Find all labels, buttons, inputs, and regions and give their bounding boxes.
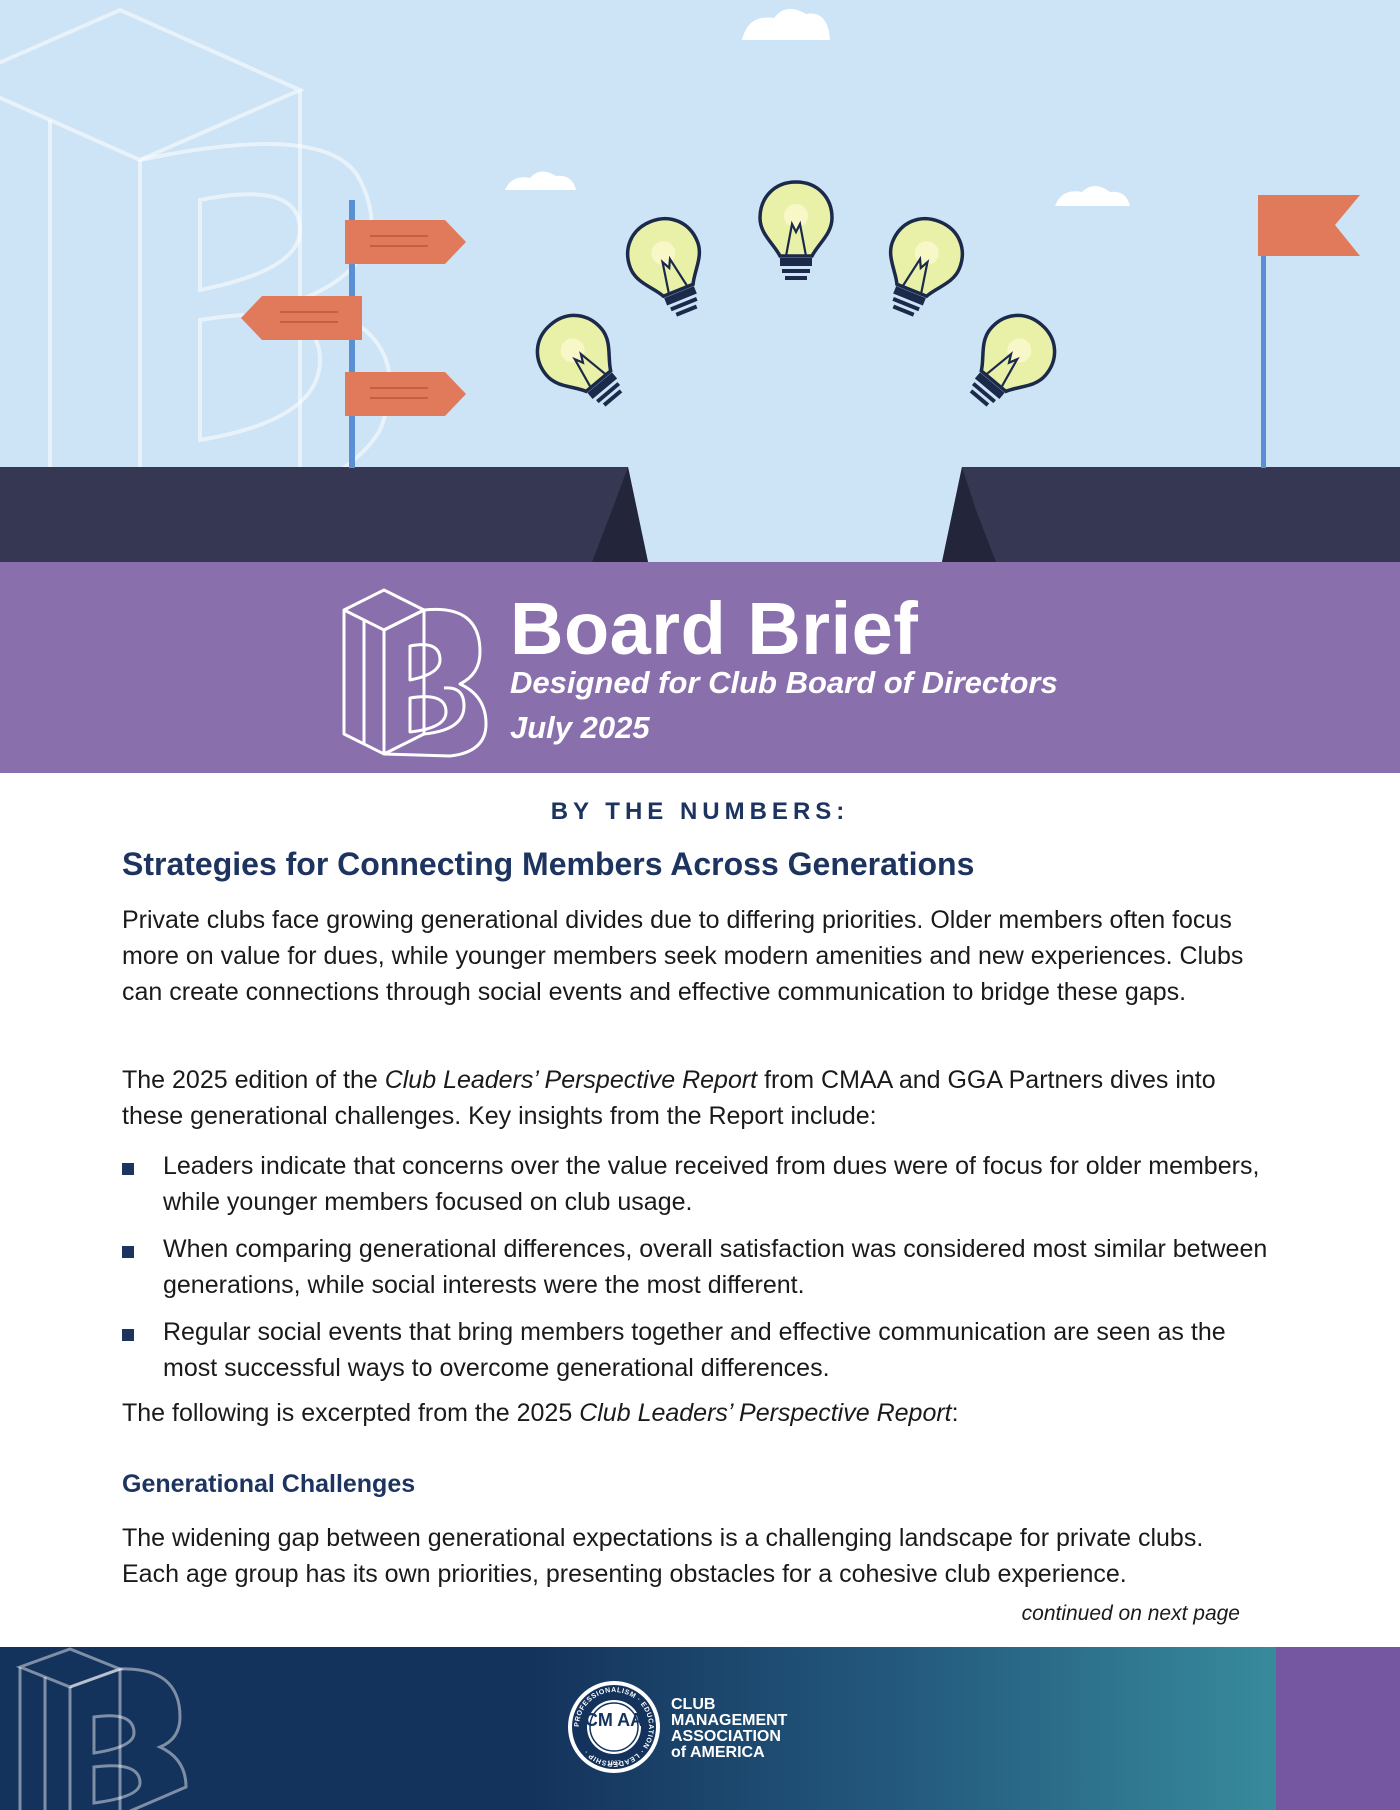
left-cliff <box>0 467 648 562</box>
publication-title: Board Brief <box>510 587 919 670</box>
direction-signpost <box>241 200 466 468</box>
board-brief-b-logo <box>342 588 488 758</box>
organization-name: CLUB MANAGEMENT ASSOCIATION of AMERICA <box>671 1697 787 1761</box>
footer: PROFESSIONALISM · EDUCATION · LEADERSHIP… <box>0 1647 1400 1810</box>
list-item: Leaders indicate that concerns over the … <box>122 1148 1272 1220</box>
report-paragraph-text: from CMAA and GGA Partners dives into th… <box>122 1066 1216 1130</box>
list-item: When comparing generational differences,… <box>122 1231 1272 1303</box>
footer-accent-bar <box>1276 1647 1400 1810</box>
list-item: Regular social events that bring members… <box>122 1314 1272 1386</box>
publication-date: July 2025 <box>510 710 650 745</box>
list-item-text: Leaders indicate that concerns over the … <box>163 1152 1260 1216</box>
section-heading: Generational Challenges <box>122 1470 416 1498</box>
bullet-square-icon <box>122 1163 134 1175</box>
article-title: Strategies for Connecting Members Across… <box>122 846 975 882</box>
right-cliff <box>942 467 1400 562</box>
continued-note: continued on next page <box>1021 1602 1240 1625</box>
org-line: CLUB <box>671 1696 716 1713</box>
goal-flag <box>1258 195 1360 468</box>
report-title: Club Leaders’ Perspective Report <box>579 1399 952 1427</box>
org-line: ASSOCIATION <box>671 1728 781 1745</box>
hero-illustration <box>0 0 1400 562</box>
report-title: Club Leaders’ Perspective Report <box>384 1066 758 1094</box>
list-item-text: When comparing generational differences,… <box>163 1235 1268 1299</box>
hero-scene <box>0 0 1400 562</box>
excerpt-paragraph: The following is excerpted from the 2025… <box>122 1395 1272 1431</box>
bullet-square-icon <box>122 1246 134 1258</box>
org-line: MANAGEMENT <box>671 1712 788 1729</box>
list-item-text: Regular social events that bring members… <box>163 1318 1226 1382</box>
publication-subtitle: Designed for Club Board of Directors <box>510 665 1058 700</box>
section-paragraph: The widening gap between generational ex… <box>122 1524 1204 1588</box>
excerpt-text: : <box>951 1399 959 1427</box>
seal-year: 1927 <box>607 1761 621 1767</box>
clouds <box>505 8 1130 206</box>
report-paragraph: The 2025 edition of the Club Leaders’ Pe… <box>122 1062 1272 1134</box>
report-paragraph-text: The 2025 edition of the <box>122 1066 385 1094</box>
excerpt-text: The following is excerpted from the 2025 <box>122 1399 580 1427</box>
title-banner: Board Brief Designed for Club Board of D… <box>0 562 1400 773</box>
section-kicker: BY THE NUMBERS: <box>550 798 850 825</box>
intro-paragraph: Private clubs face growing generational … <box>122 906 1244 1006</box>
org-line: of AMERICA <box>671 1744 765 1761</box>
cmaa-seal: PROFESSIONALISM · EDUCATION · LEADERSHIP… <box>568 1681 660 1773</box>
insights-list: Leaders indicate that concerns over the … <box>122 1148 1272 1397</box>
seal-letters: CM AA <box>585 1710 643 1730</box>
footer-b-watermark <box>15 1647 188 1810</box>
bullet-square-icon <box>122 1329 134 1341</box>
